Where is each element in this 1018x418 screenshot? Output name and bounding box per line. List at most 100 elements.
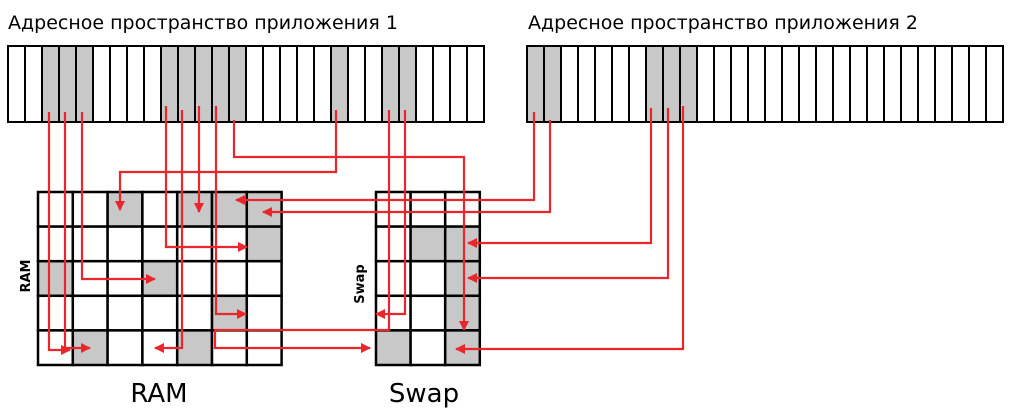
address-space-2-title: Адресное пространство приложения 2 bbox=[528, 12, 918, 34]
mapping-arrow-app1-page19-to-ram bbox=[115, 110, 338, 211]
app2-page bbox=[577, 45, 596, 123]
app2-page bbox=[883, 45, 902, 123]
app1-page-used bbox=[211, 45, 230, 123]
swap-frame bbox=[409, 329, 447, 367]
ram-frame bbox=[245, 294, 283, 332]
app2-page bbox=[747, 45, 766, 123]
app1-page-used bbox=[381, 45, 400, 123]
app2-page bbox=[917, 45, 936, 123]
address-space-1-title: Адресное пространство приложения 1 bbox=[8, 12, 398, 34]
app2-page bbox=[849, 45, 868, 123]
ram-frame-used bbox=[210, 190, 249, 228]
mapping-arrow-app1-page4-to-ram bbox=[80, 112, 156, 284]
swap-frame-used bbox=[409, 225, 447, 263]
ram-frame-used bbox=[36, 259, 75, 298]
app2-page-used bbox=[526, 45, 545, 123]
swap-frame bbox=[409, 294, 447, 332]
app1-page bbox=[313, 45, 332, 123]
app2-page bbox=[781, 45, 800, 123]
app1-page bbox=[262, 45, 281, 123]
mapping-arrow-app1-page9-to-ram bbox=[164, 106, 248, 252]
ram-frame bbox=[106, 329, 144, 367]
swap-label: Swap bbox=[389, 379, 459, 409]
app1-page bbox=[92, 45, 111, 123]
app1-page bbox=[347, 45, 366, 123]
address-space-1-strip bbox=[7, 45, 485, 123]
app1-page bbox=[109, 45, 128, 123]
ram-frame bbox=[210, 225, 249, 263]
mapping-arrow-app2-page8-to-swap bbox=[467, 108, 670, 283]
app1-page bbox=[466, 45, 485, 123]
mapping-arrow-app1-page23-to-swap bbox=[375, 110, 407, 319]
ram-frame bbox=[71, 225, 109, 263]
app2-page bbox=[866, 45, 885, 123]
address-space-2-strip bbox=[526, 45, 1004, 123]
app1-page-used bbox=[398, 45, 417, 123]
mapping-arrow-app2-page1-to-ram bbox=[262, 120, 552, 217]
mapping-arrow-app1-page2-to-ram bbox=[47, 112, 71, 355]
mapping-arrow-app1-page10-to-ram bbox=[154, 110, 184, 353]
ram-frame-used bbox=[106, 190, 144, 228]
app2-page bbox=[934, 45, 953, 123]
app2-page bbox=[951, 45, 970, 123]
ram-frame bbox=[71, 294, 109, 332]
ram-frame bbox=[141, 190, 179, 228]
swap-side-label: Swap bbox=[353, 264, 368, 303]
app2-page bbox=[798, 45, 817, 123]
mapping-arrow-app2-page9-to-swap bbox=[455, 106, 685, 354]
swap-frame bbox=[409, 190, 447, 228]
swap-frame-used bbox=[374, 329, 412, 367]
app2-page bbox=[594, 45, 613, 123]
ram-frame bbox=[106, 225, 144, 263]
app2-page bbox=[628, 45, 647, 123]
app1-page bbox=[296, 45, 315, 123]
app2-page bbox=[815, 45, 834, 123]
app2-page bbox=[900, 45, 919, 123]
swap-frame bbox=[409, 259, 447, 298]
app2-page bbox=[764, 45, 783, 123]
app1-page bbox=[415, 45, 434, 123]
app2-page bbox=[968, 45, 987, 123]
app2-page bbox=[985, 45, 1004, 123]
app1-page bbox=[449, 45, 468, 123]
app1-page-used bbox=[194, 45, 213, 123]
app1-page bbox=[245, 45, 264, 123]
app1-page-used bbox=[58, 45, 77, 123]
ram-label: RAM bbox=[130, 379, 187, 409]
ram-frame bbox=[36, 225, 75, 263]
app1-page bbox=[24, 45, 43, 123]
app1-page bbox=[7, 45, 26, 123]
app1-page bbox=[279, 45, 298, 123]
mapping-arrow-app1-page13-to-swap bbox=[232, 120, 469, 331]
app1-page-used bbox=[41, 45, 60, 123]
mapping-arrows bbox=[47, 106, 685, 355]
app1-page bbox=[143, 45, 162, 123]
app1-page-used bbox=[177, 45, 196, 123]
ram-side-label: RAM bbox=[19, 259, 34, 292]
app1-page bbox=[126, 45, 145, 123]
ram-frame bbox=[36, 190, 75, 228]
ram-grid bbox=[36, 190, 283, 367]
swap-frame-used bbox=[443, 329, 482, 367]
app1-page bbox=[364, 45, 383, 123]
ram-frame-used bbox=[245, 225, 283, 263]
app1-page-used bbox=[228, 45, 247, 123]
app2-page bbox=[832, 45, 851, 123]
mapping-arrow-app1-page3-to-ram bbox=[63, 112, 91, 353]
app2-page-used bbox=[662, 45, 681, 123]
app1-page-used bbox=[330, 45, 349, 123]
ram-frame bbox=[245, 259, 283, 298]
ram-frame bbox=[106, 294, 144, 332]
swap-frame-used bbox=[443, 294, 482, 332]
app2-page-used bbox=[645, 45, 664, 123]
mapping-arrow-app1-page22-to-ram bbox=[213, 110, 391, 353]
app2-page bbox=[560, 45, 579, 123]
ram-frame-used bbox=[245, 190, 283, 228]
mapping-arrow-app2-page7-to-swap bbox=[467, 108, 653, 248]
ram-frame bbox=[141, 294, 179, 332]
app2-page bbox=[611, 45, 630, 123]
mapping-arrow-app1-page12-to-ram bbox=[214, 106, 247, 319]
swap-frame bbox=[443, 190, 482, 228]
